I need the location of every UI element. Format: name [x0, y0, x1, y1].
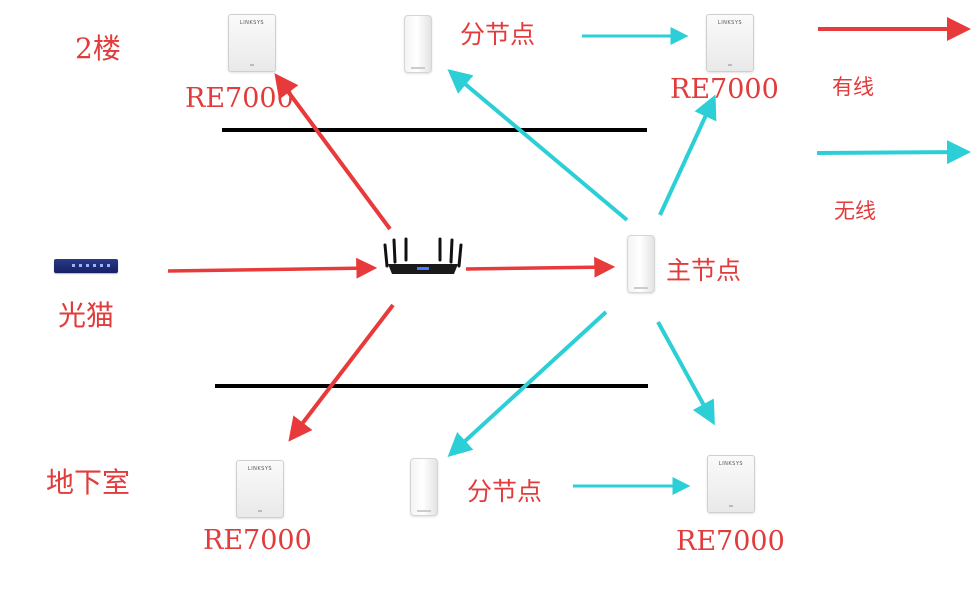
legend-wired-label: 有线: [832, 75, 874, 99]
re7000-basement-left-label: RE7000: [203, 525, 312, 556]
router-icon: [383, 237, 463, 274]
re7000-upstairs-right-icon: LINKSYS: [706, 14, 754, 72]
main-node-icon: [627, 235, 655, 293]
arrow-main-to-sub-node-upstairs: [447, 69, 629, 222]
arrow-router-to-re7000-basement: [288, 303, 395, 442]
legend-wireless-label: 无线: [834, 199, 876, 223]
arrow-main-to-sub-node-basement: [447, 310, 608, 458]
arrow-router-to-main-node: [465, 256, 616, 278]
floor-label-upstairs: 2楼: [75, 32, 121, 65]
re7000-basement-right-icon: LINKSYS: [707, 455, 755, 513]
legend-wireless-arrow: [816, 140, 971, 165]
sub-node-upstairs-label: 分节点: [460, 20, 536, 49]
arrow-router-to-re7000-upstairs: [274, 73, 392, 231]
re7000-basement-right-label: RE7000: [676, 526, 785, 557]
re7000-upstairs-left-label: RE7000: [185, 83, 294, 114]
arrow-main-to-re7000-basement-right: [656, 321, 715, 426]
main-node-label: 主节点: [666, 256, 742, 285]
floor-label-basement: 地下室: [46, 466, 131, 499]
re7000-upstairs-left-icon: LINKSYS: [228, 14, 276, 72]
sub-node-basement-icon: [410, 458, 438, 516]
modem-icon: [54, 259, 118, 273]
arrow-modem-to-router: [167, 257, 378, 279]
sub-node-basement-label: 分节点: [467, 477, 543, 506]
modem-label: 光猫: [58, 299, 115, 332]
arrow-main-to-re7000-upstairs-right: [658, 94, 717, 216]
sub-node-upstairs-icon: [404, 15, 432, 73]
re7000-basement-left-icon: LINKSYS: [236, 460, 284, 518]
re7000-upstairs-right-label: RE7000: [670, 74, 779, 105]
